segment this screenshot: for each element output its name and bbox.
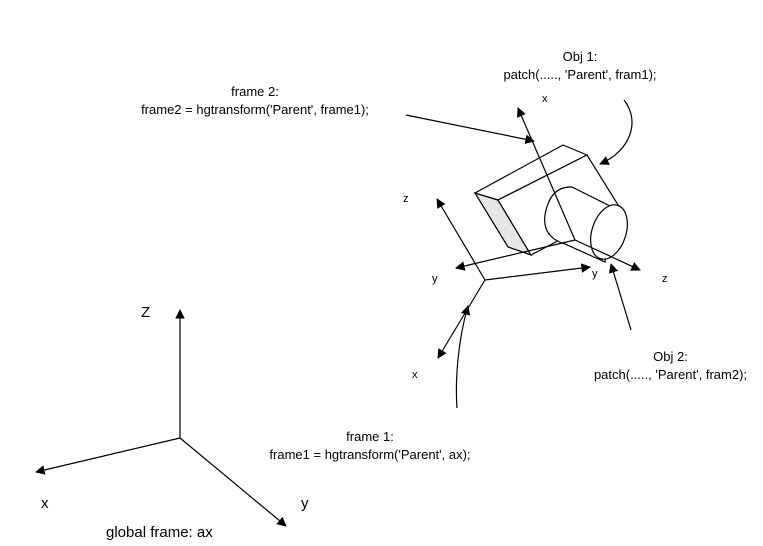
obj2-cylinder [544, 186, 628, 263]
frame2-y-axis [455, 239, 576, 271]
obj2-title: Obj 2: [653, 349, 688, 364]
frame2-y-label: y [432, 273, 438, 285]
obj1-title: Obj 1: [562, 49, 598, 64]
obj1-label: Obj 1: patch(....., 'Parent', fram1); [475, 48, 685, 84]
global-x-axis [35, 437, 181, 475]
frame1-y-label: y [592, 268, 598, 280]
frame1-axes [436, 198, 591, 359]
obj2-label: Obj 2: patch(....., 'Parent', fram2); [578, 348, 763, 384]
frame2-z-label: z [662, 273, 668, 285]
cylinder-end-face [590, 204, 628, 260]
obj1-pointer [599, 99, 633, 165]
frame2-z-axis [574, 239, 641, 271]
global-y-label: y [301, 495, 309, 512]
frame1-title: frame 1: [346, 429, 394, 444]
global-y-axis [179, 437, 287, 527]
frame1-y-axis [484, 263, 591, 281]
frame1-z-label: z [403, 193, 409, 205]
global-x-label: x [41, 495, 49, 512]
frame1-code: frame1 = hgtransform('Parent', ax); [269, 447, 471, 462]
pointer-arrows [405, 99, 633, 409]
frame1-x-axis [437, 279, 486, 359]
frame2-x-label: x [542, 93, 548, 105]
frame2-label: frame 2: frame2 = hgtransform('Parent', … [110, 83, 400, 119]
global-frame-label: global frame: ax [106, 524, 213, 541]
frame2-pointer [405, 114, 535, 144]
frame1-label: frame 1: frame1 = hgtransform('Parent', … [240, 428, 500, 464]
frame1-pointer [455, 305, 471, 409]
global-frame-axes [35, 309, 287, 527]
obj2-code: patch(....., 'Parent', fram2); [593, 367, 748, 382]
frame2-code: frame2 = hgtransform('Parent', frame1); [141, 102, 369, 117]
frame2-title: frame 2: [231, 84, 279, 99]
obj2-pointer [608, 263, 632, 331]
frame2-axes [455, 107, 641, 271]
frame1-x-label: x [412, 369, 418, 381]
frame2-x-axis [517, 107, 576, 241]
global-z-label: Z [141, 304, 151, 321]
obj1-code: patch(....., 'Parent', fram1); [503, 67, 657, 82]
frame1-z-axis [436, 198, 486, 281]
